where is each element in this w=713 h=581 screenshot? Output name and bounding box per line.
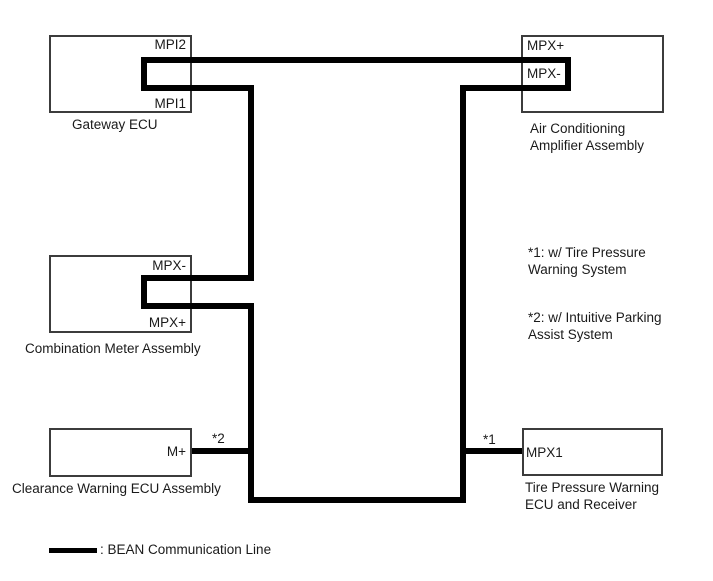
wire-tire-mpx1-branch (460, 448, 522, 454)
terminal-label-meter-mpx-plus: MPX+ (148, 315, 186, 330)
combination-meter-box (49, 255, 192, 333)
terminal-label-ac-mpx-minus: MPX- (527, 66, 561, 81)
terminal-label-mpi1: MPI1 (154, 96, 186, 111)
wire-ac-loop-down (565, 57, 571, 91)
clearance-warning-ecu-box (49, 428, 192, 477)
terminal-label-ac-mpx-plus: MPX+ (527, 38, 565, 53)
terminal-label-mpi2: MPI2 (154, 37, 186, 52)
wire-ac-mpx-minus-out (460, 85, 571, 91)
note2-line1: *2: w/ Intuitive Parking (528, 310, 662, 325)
note2-line2: Assist System (528, 327, 613, 342)
wire-top-mpi2-to-mpx-plus (141, 57, 571, 63)
note1-line2: Warning System (528, 262, 627, 277)
wire-bottom (248, 497, 466, 503)
gateway-ecu-box (49, 35, 192, 113)
terminal-label-mpx1: MPX1 (526, 445, 563, 460)
legend-line-sample (49, 548, 97, 553)
air-conditioning-amplifier-box (521, 35, 664, 113)
label-clearance-warning-ecu: Clearance Warning ECU Assembly (12, 481, 221, 496)
terminal-label-meter-mpx-minus: MPX- (152, 258, 186, 273)
label-tire-line2: ECU and Receiver (525, 497, 637, 512)
wire-meter-mpx-minus-in (141, 275, 254, 281)
tire-pressure-warning-ecu-box (522, 428, 663, 476)
terminal-label-m-plus: M+ (166, 444, 186, 459)
wire-meter-mpx-plus-out (141, 303, 254, 309)
wire-clearance-m-plus-branch (192, 448, 254, 454)
label-ac-line2: Amplifier Assembly (530, 138, 645, 153)
label-ac-line1: Air Conditioning (530, 121, 626, 136)
label-combination-meter: Combination Meter Assembly (25, 341, 201, 356)
wire-right-trunk (460, 85, 466, 503)
marker-star2: *2 (212, 431, 225, 446)
label-tire-line1: Tire Pressure Warning (525, 480, 660, 495)
wire-left-trunk-lower (248, 303, 254, 503)
wire-meter-loop-down (141, 275, 147, 309)
marker-star1: *1 (483, 432, 496, 447)
wire-gateway-mpi1-out (141, 85, 254, 91)
wire-left-trunk-upper (248, 85, 254, 281)
label-gateway-ecu: Gateway ECU (72, 117, 158, 132)
note1-line1: *1: w/ Tire Pressure (528, 245, 646, 260)
legend-label: : BEAN Communication Line (100, 542, 272, 557)
wire-gateway-loop-down (141, 57, 147, 91)
